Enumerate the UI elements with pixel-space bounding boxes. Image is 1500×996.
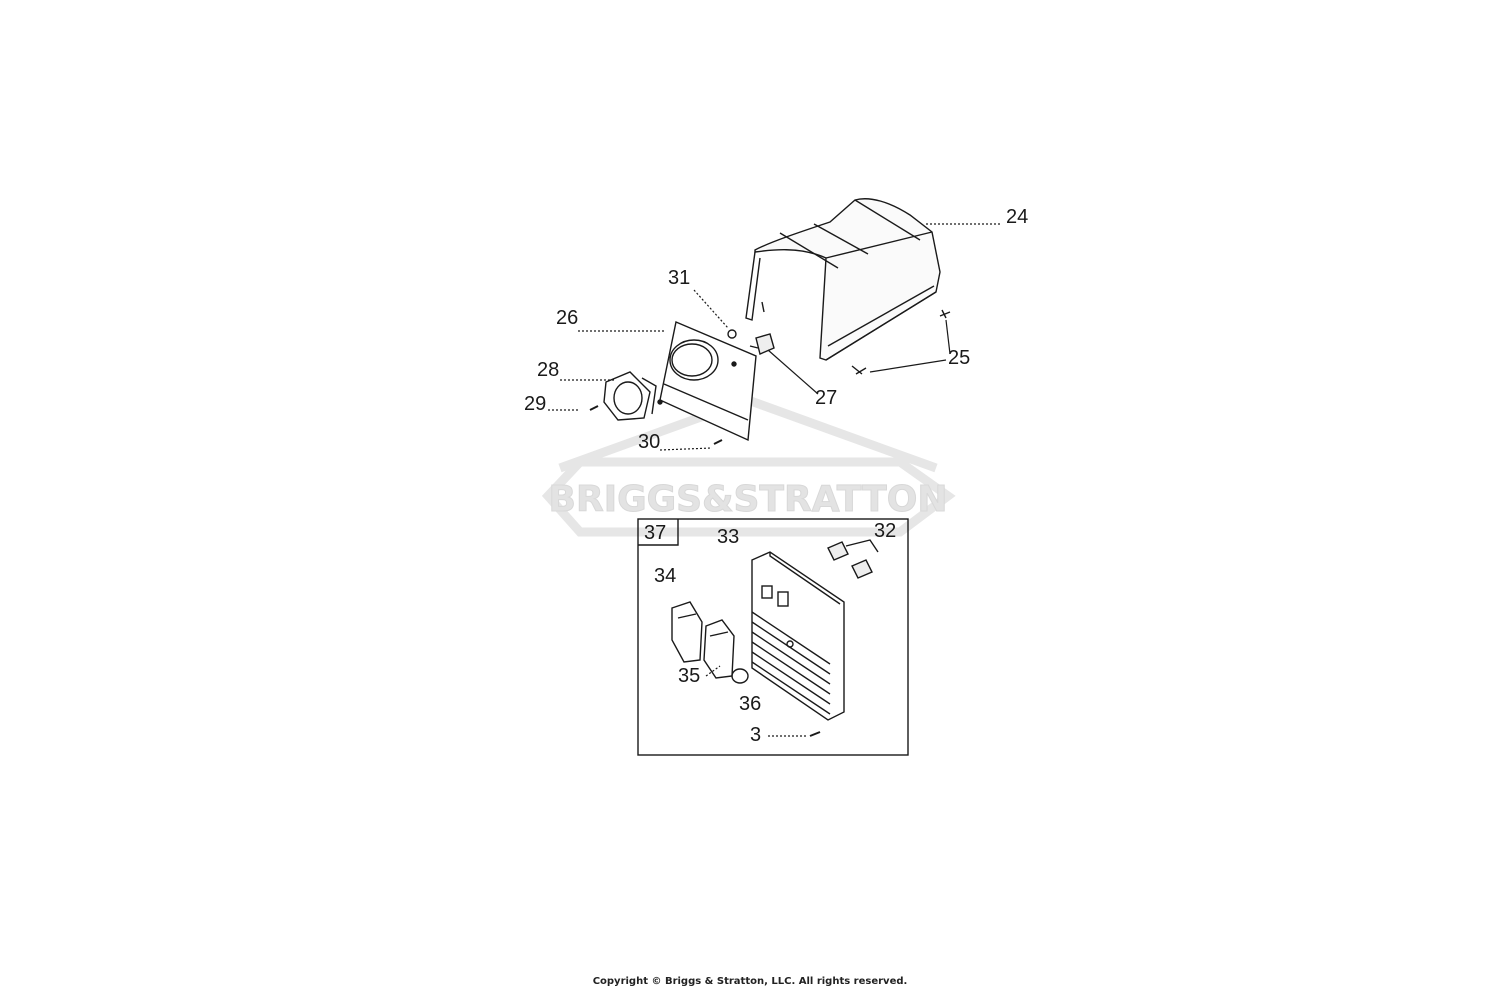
part-33-module <box>751 551 845 721</box>
callout-28: 28 <box>537 359 560 381</box>
callout-25: 25 <box>948 347 971 369</box>
part-28-receptacle <box>603 371 657 421</box>
part-26-panel <box>657 321 757 442</box>
callout-3: 3 <box>750 724 762 746</box>
part-36-grommet <box>731 668 749 684</box>
part-27-switch <box>749 333 775 355</box>
part-31-nut <box>727 329 737 339</box>
part-25-screws <box>851 309 951 375</box>
part-34-clip <box>671 601 703 663</box>
leader-lines <box>548 223 1000 451</box>
part-35-clip <box>703 619 735 679</box>
part-24-cover <box>745 198 941 361</box>
callout-36: 36 <box>739 693 762 715</box>
kit-box-label: 37 <box>644 522 667 544</box>
callout-32: 32 <box>874 520 897 542</box>
part-32-connectors <box>827 539 879 579</box>
watermark-text: BRIGGS&STRATTON <box>549 479 948 520</box>
callout-30: 30 <box>638 431 661 453</box>
callout-31: 31 <box>668 267 691 289</box>
kit-box-37 <box>637 518 909 756</box>
callout-33: 33 <box>717 526 740 548</box>
part-3-screw <box>809 731 821 737</box>
copyright-notice: Copyright © Briggs & Stratton, LLC. All … <box>592 976 908 987</box>
callout-27: 27 <box>815 387 838 409</box>
callout-34: 34 <box>654 565 677 587</box>
callout-35: 35 <box>678 665 701 687</box>
part-30-screw <box>713 439 723 445</box>
callout-26: 26 <box>556 307 579 329</box>
callout-29: 29 <box>524 393 547 415</box>
callout-24: 24 <box>1006 206 1029 228</box>
part-29-screw <box>589 405 599 411</box>
watermark-outline <box>541 457 956 537</box>
